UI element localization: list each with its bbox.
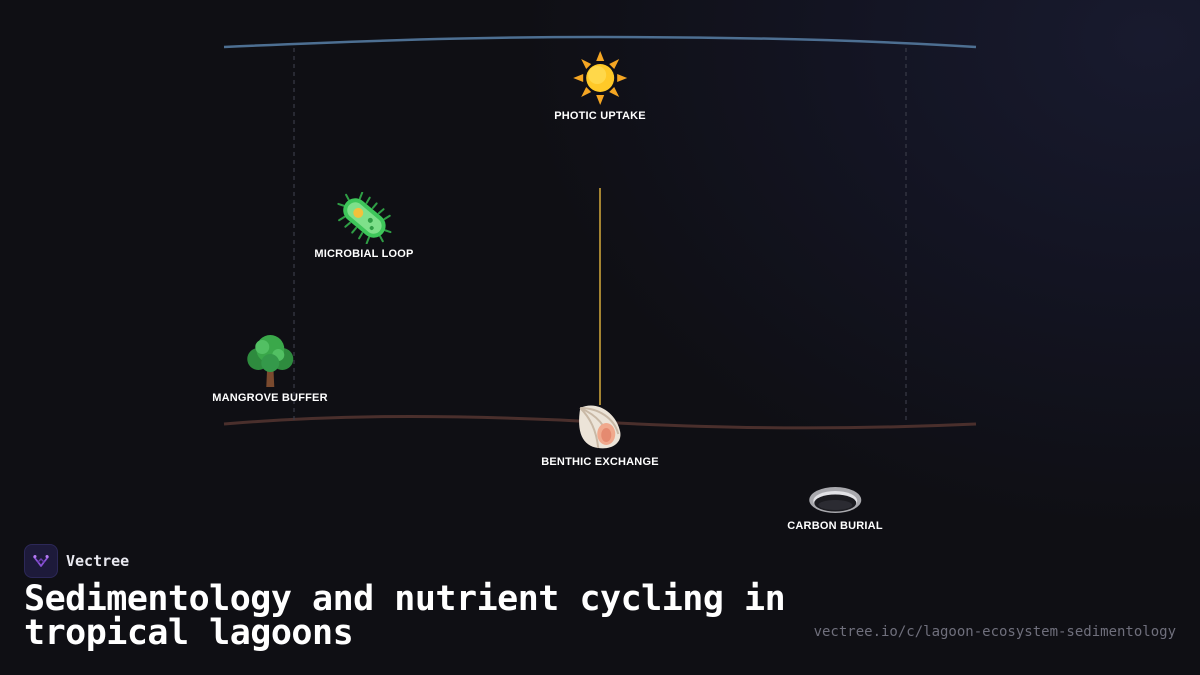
- node-label: BENTHIC EXCHANGE: [541, 456, 659, 468]
- node-label: MANGROVE BUFFER: [212, 392, 328, 404]
- brand-name: Vectree: [66, 552, 130, 570]
- node-label: PHOTIC UPTAKE: [554, 110, 646, 122]
- vectree-logo-icon: [24, 544, 58, 578]
- node-mangrove-buffer: MANGROVE BUFFER: [212, 334, 328, 404]
- brand: Vectree: [24, 544, 129, 578]
- source-url: vectree.io/c/lagoon-ecosystem-sedimentol…: [813, 624, 1176, 640]
- shell-icon: [578, 405, 621, 449]
- tree-icon: [246, 335, 293, 387]
- microbe-icon: [336, 192, 392, 244]
- hole-icon: [808, 487, 861, 513]
- water-surface-line: [223, 35, 977, 49]
- node-photic-uptake: PHOTIC UPTAKE: [554, 50, 646, 122]
- sun-icon: [573, 51, 627, 105]
- page-title: Sedimentology and nutrient cycling in tr…: [24, 579, 786, 653]
- node-carbon-burial: CARBON BURIAL: [787, 484, 883, 532]
- node-microbial-loop: MICROBIAL LOOP: [314, 192, 413, 260]
- sediment-line: [223, 415, 977, 430]
- node-label: MICROBIAL LOOP: [314, 248, 414, 260]
- node-benthic-exchange: BENTHIC EXCHANGE: [541, 400, 659, 468]
- node-label: CARBON BURIAL: [787, 520, 883, 532]
